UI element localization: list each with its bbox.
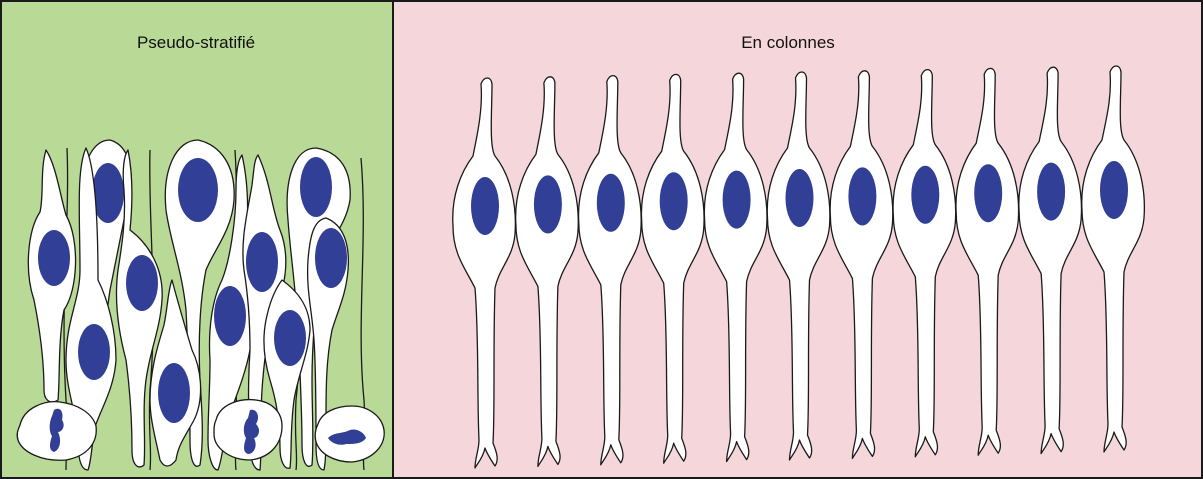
- nucleus: [126, 255, 158, 311]
- nucleus: [158, 363, 190, 423]
- columnar-title: En colonnes: [741, 33, 835, 52]
- nucleus: [315, 228, 347, 288]
- nucleus: [660, 172, 688, 230]
- nucleus: [471, 177, 499, 235]
- nucleus: [78, 324, 110, 380]
- nucleus: [786, 169, 814, 227]
- nucleus: [1037, 163, 1065, 221]
- nucleus: [214, 286, 246, 346]
- nucleus: [274, 310, 306, 366]
- nucleus: [974, 164, 1002, 222]
- nucleus: [1100, 161, 1128, 219]
- nucleus: [723, 171, 751, 229]
- nucleus: [178, 158, 218, 222]
- nucleus: [246, 232, 278, 292]
- nucleus: [911, 166, 939, 224]
- nucleus: [300, 157, 332, 217]
- nucleus: [534, 175, 562, 233]
- pseudostratified-title: Pseudo-stratifié: [137, 33, 255, 52]
- nucleus: [597, 174, 625, 232]
- nucleus: [848, 167, 876, 225]
- nucleus: [38, 230, 70, 286]
